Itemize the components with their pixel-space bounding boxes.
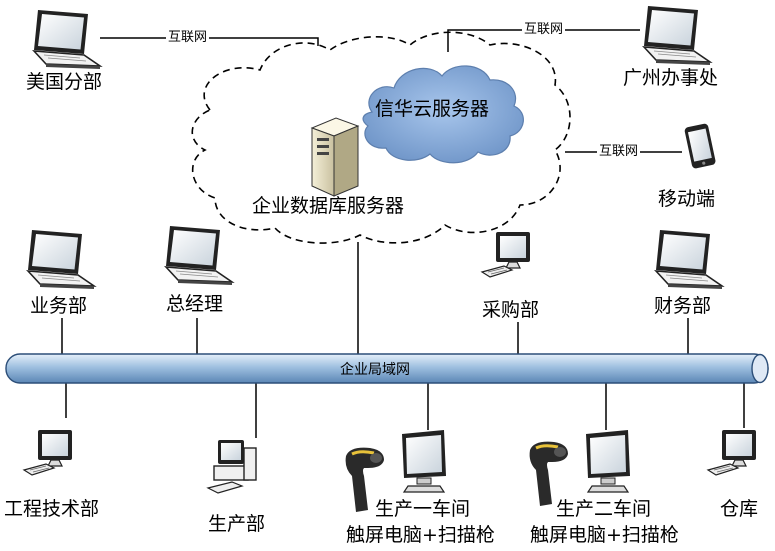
prod-tower-icon [207,439,257,494]
gm-laptop-icon [165,225,233,286]
node-label-ws2: 生产二车间 [556,498,652,520]
internet-label-usa: 互联网 [166,30,210,45]
gz-laptop-icon [643,5,711,66]
ws2-scanner-icon [528,440,570,508]
lan-bus [5,353,769,384]
internet-label-mobile: 互联网 [597,144,641,159]
db-server-icon [310,117,360,197]
node-sublabel-ws2: 触屏电脑+扫描枪 [530,524,679,546]
node-label-gz: 广州办事处 [623,67,719,89]
node-label-usa: 美国分部 [26,71,103,93]
mobile-tablet-icon [684,123,716,169]
node-sublabel-ws1: 触屏电脑+扫描枪 [346,524,495,546]
usa-laptop-icon [33,9,101,70]
node-label-gm: 总经理 [166,293,224,315]
node-label-mobile: 移动端 [658,188,716,210]
internet-label-gz: 互联网 [522,22,566,37]
node-label-ws1: 生产一车间 [375,498,471,520]
cloud-server-label: 信华云服务器 [375,98,490,120]
ws2-monitor-icon [585,429,631,493]
lan-label: 企业局域网 [340,362,410,378]
node-label-store: 仓库 [720,498,759,520]
node-label-eng: 工程技术部 [4,498,100,520]
node-label-purchase: 采购部 [482,299,540,321]
cloud-server-icon [362,65,524,164]
biz-laptop-icon [27,229,95,290]
eng-desktop-icon [23,429,73,476]
store-desktop-icon [707,429,757,476]
ws1-monitor-icon [401,429,447,493]
purchase-desktop-icon [481,231,531,278]
db-server-label: 企业数据库服务器 [252,195,405,217]
node-label-prod: 生产部 [208,513,266,535]
node-label-biz: 业务部 [30,295,88,317]
lan-drop-lines [61,242,745,438]
node-label-finance: 财务部 [654,295,712,317]
finance-laptop-icon [655,229,723,290]
